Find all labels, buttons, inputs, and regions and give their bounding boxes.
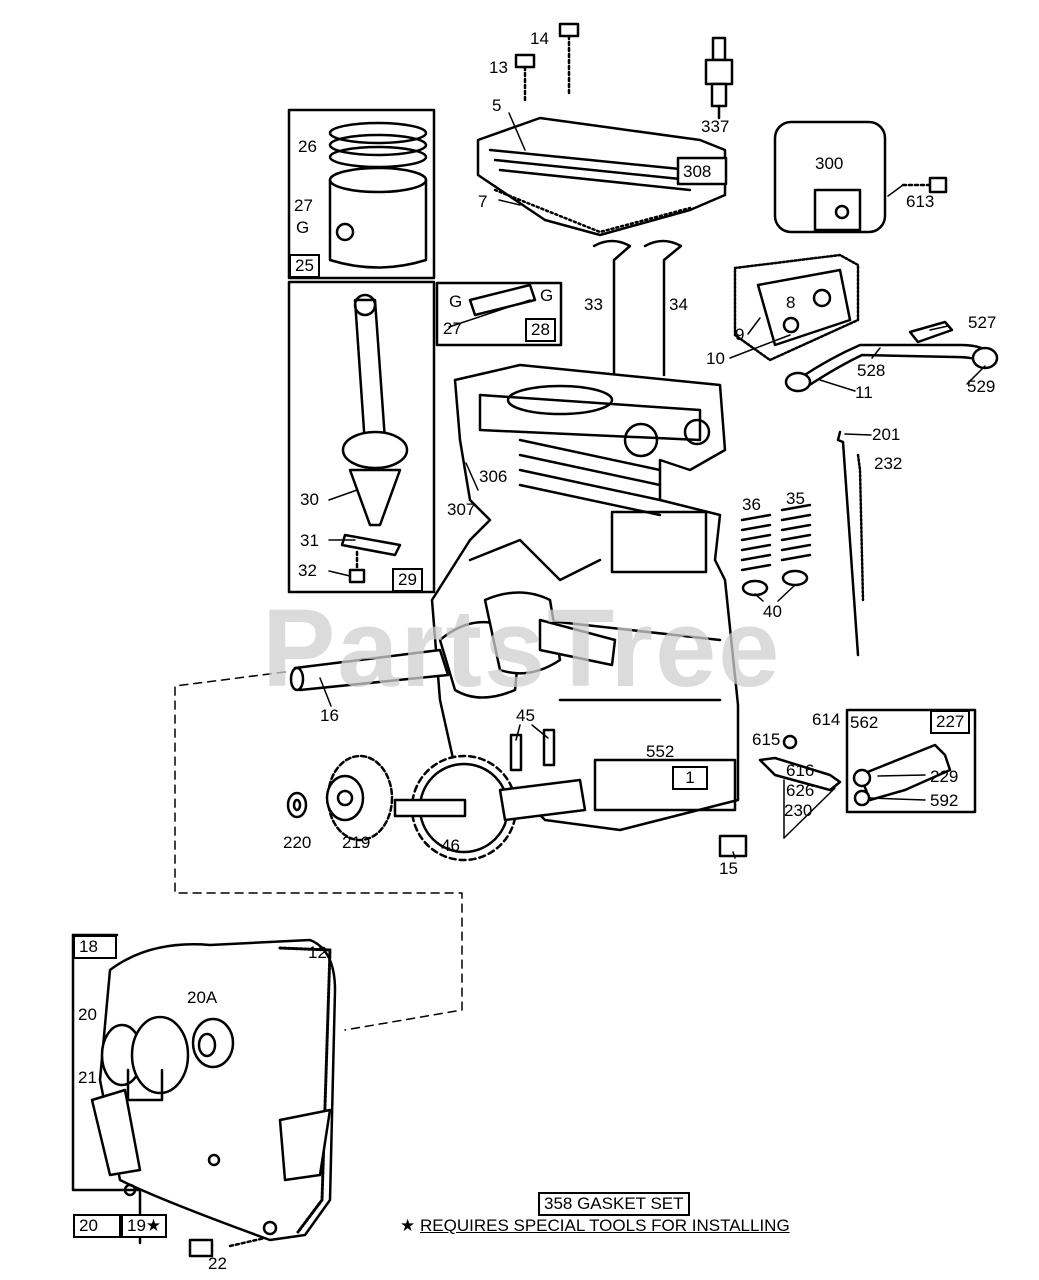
pin-g-mark-left: G xyxy=(449,292,463,311)
part-label-529: 529 xyxy=(967,377,996,396)
part-label-614: 614 xyxy=(812,710,841,729)
part-label-13: 13 xyxy=(489,58,508,77)
piston-assembly-box xyxy=(287,108,436,280)
part-label-562: 562 xyxy=(850,713,879,732)
part-label-10: 10 xyxy=(706,349,725,368)
part-label-14: 14 xyxy=(530,29,549,48)
spark-plug-337 xyxy=(704,36,734,120)
watermark: PartsTree xyxy=(262,587,782,710)
box-label-25: 25 xyxy=(289,254,320,278)
box-label-1: 1 xyxy=(672,766,708,790)
part-label-308: 308 xyxy=(683,162,712,181)
part-label-7: 7 xyxy=(478,192,488,211)
washer-220 xyxy=(286,791,308,819)
part-label-22: 22 xyxy=(208,1254,227,1273)
part-label-230: 230 xyxy=(784,801,813,820)
part-label-27-pin: 27 xyxy=(443,319,462,338)
breather-tube-528 xyxy=(784,320,999,393)
part-label-36: 36 xyxy=(742,495,761,514)
leader-lines xyxy=(319,112,986,859)
part-label-9: 9 xyxy=(735,325,745,344)
breather-assembly xyxy=(733,253,860,362)
part-label-26: 26 xyxy=(298,137,317,156)
part-label-300: 300 xyxy=(815,154,844,173)
part-label-45: 45 xyxy=(516,706,535,725)
box-label-29: 29 xyxy=(392,568,423,592)
part-label-40: 40 xyxy=(763,602,782,621)
star-icon: ★ xyxy=(400,1216,416,1235)
part-label-307: 307 xyxy=(447,500,476,519)
part-label-35: 35 xyxy=(786,489,805,508)
part-label-30: 30 xyxy=(300,490,319,509)
crankshaft-16 xyxy=(289,591,617,699)
cylinder-block xyxy=(430,363,740,832)
part-label-12: 12 xyxy=(308,943,327,962)
part-label-27: 27 xyxy=(294,196,313,215)
part-label-626: 626 xyxy=(786,781,815,800)
part-label-33: 33 xyxy=(584,295,603,314)
box-label-227: 227 xyxy=(930,710,971,734)
special-tools-note: ★ REQUIRES SPECIAL TOOLS FOR INSTALLING xyxy=(400,1216,790,1236)
part-label-46: 46 xyxy=(441,836,460,855)
part-label-613: 613 xyxy=(906,192,935,211)
pin-g-mark-right: G xyxy=(540,286,554,305)
drain-plug-15 xyxy=(718,834,748,858)
gasket-set-note: 358 GASKET SET xyxy=(538,1192,690,1216)
piston-g-mark: G xyxy=(296,218,310,237)
part-label-306: 306 xyxy=(479,467,508,486)
camshaft-gear-46 xyxy=(393,754,587,862)
part-label-8: 8 xyxy=(786,293,796,312)
box-label-28: 28 xyxy=(525,318,556,342)
part-label-32: 32 xyxy=(298,561,317,580)
part-label-527: 527 xyxy=(968,313,997,332)
valves xyxy=(592,239,683,387)
valve-springs xyxy=(740,503,812,597)
part-label-11: 11 xyxy=(855,383,873,402)
air-cleaner-300 xyxy=(773,120,948,234)
box-label-18: 18 xyxy=(73,935,117,959)
part-label-5: 5 xyxy=(492,96,502,115)
part-label-220: 220 xyxy=(283,833,312,852)
piston-pin-box xyxy=(435,281,563,347)
part-label-20A: 20A xyxy=(187,988,218,1007)
part-label-337: 337 xyxy=(701,117,730,136)
governor-gear-219 xyxy=(325,754,394,842)
part-label-528: 528 xyxy=(857,361,886,380)
part-label-592: 592 xyxy=(930,791,959,810)
part-label-31: 31 xyxy=(300,531,319,550)
part-label-201: 201 xyxy=(872,425,901,444)
special-tools-text: REQUIRES SPECIAL TOOLS FOR INSTALLING xyxy=(419,1216,790,1235)
connecting-rod-box xyxy=(287,280,436,594)
cylinder-head-308 xyxy=(476,116,728,237)
part-label-16: 16 xyxy=(320,706,339,725)
part-label-615: 615 xyxy=(752,730,781,749)
bolt-14 xyxy=(558,22,580,97)
part-label-229: 229 xyxy=(930,767,959,786)
box-label-20: 20 xyxy=(73,1214,121,1238)
bolt-13 xyxy=(514,53,536,104)
governor-lever-box xyxy=(758,708,977,814)
part-label-232: 232 xyxy=(874,454,903,473)
crankcase-cover-box xyxy=(71,933,337,1258)
part-label-15: 15 xyxy=(719,859,738,878)
part-label-21: 21 xyxy=(78,1068,97,1087)
part-label-616: 616 xyxy=(786,761,815,780)
dashed-guide xyxy=(174,671,463,1031)
governor-link xyxy=(836,430,865,657)
part-label-20: 20 xyxy=(78,1005,97,1024)
box-label-19: 19★ xyxy=(121,1214,168,1238)
part-label-219: 219 xyxy=(342,833,371,852)
part-label-552: 552 xyxy=(646,742,675,761)
part-label-34: 34 xyxy=(669,295,688,314)
